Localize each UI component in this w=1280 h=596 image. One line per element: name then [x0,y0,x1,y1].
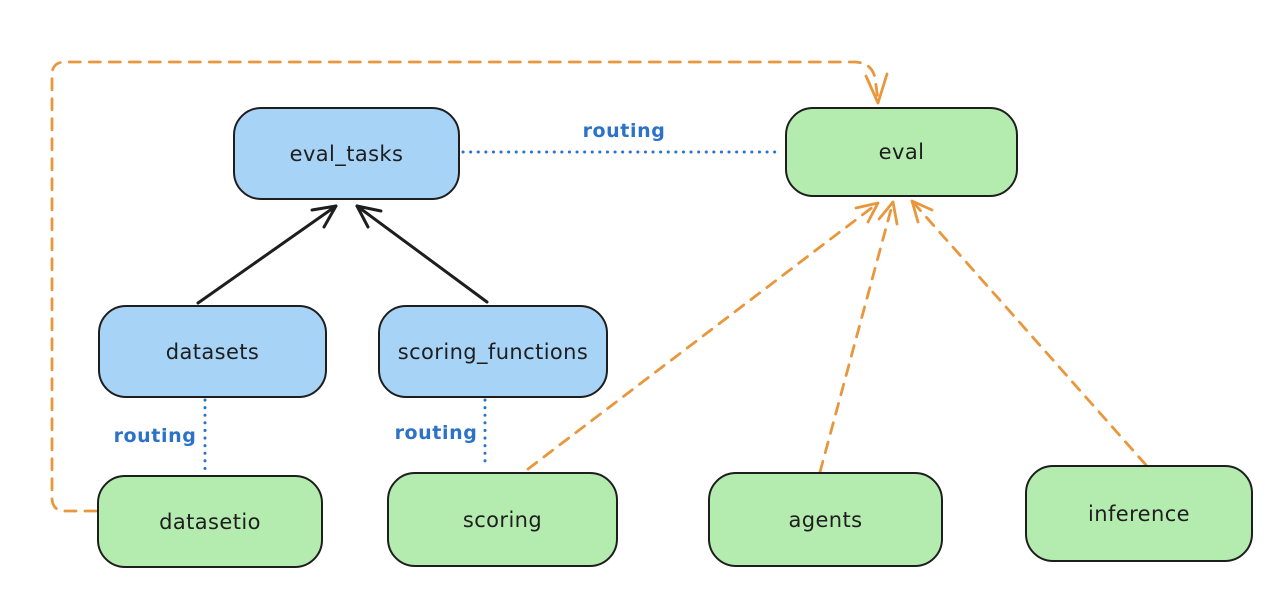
node-scoring: scoring [387,472,618,567]
node-agents: agents [708,472,943,567]
routing-edges [203,150,784,474]
edge-datasets-to-eval-tasks [196,204,338,305]
node-scoring-functions: scoring_functions [378,305,608,398]
node-eval: eval [785,107,1018,197]
arrowhead-agents-to-eval [877,200,899,226]
node-datasets-label: datasets [165,339,260,364]
provider-edges [50,60,1148,513]
node-scoring-label: scoring [462,507,543,532]
edge-label-datasets-to-datasetio: routing [113,425,197,447]
node-datasetio-label: datasetio [159,509,261,534]
provider-edge-arrowheads [854,72,934,226]
edge-scoring-functions-to-eval-tasks [355,204,489,304]
edge-agents-to-eval [818,200,895,474]
node-inference-label: inference [1088,501,1190,526]
edge-datasetio-to-eval [50,60,880,513]
node-eval-label: eval [878,140,925,164]
node-inference: inference [1025,465,1253,562]
edge-inference-to-eval [910,199,1148,467]
edge-label-eval-tasks-to-eval: routing [582,120,666,142]
edge-scoring-to-eval [526,201,880,471]
arrowhead-datasetio-to-eval [864,72,889,105]
arrowhead-scoring-to-eval [854,201,880,224]
node-eval-tasks-label: eval_tasks [289,141,404,166]
edge-label-scoring-functions-to-scoring: routing [394,422,478,444]
node-agents-label: agents [788,507,863,532]
arrowhead-inference-to-eval [910,199,934,224]
node-scoring-functions-label: scoring_functions [397,339,589,364]
node-eval-tasks: eval_tasks [233,107,460,200]
node-datasetio: datasetio [97,475,323,568]
node-datasets: datasets [98,305,327,398]
solid-black-edges [196,204,489,305]
